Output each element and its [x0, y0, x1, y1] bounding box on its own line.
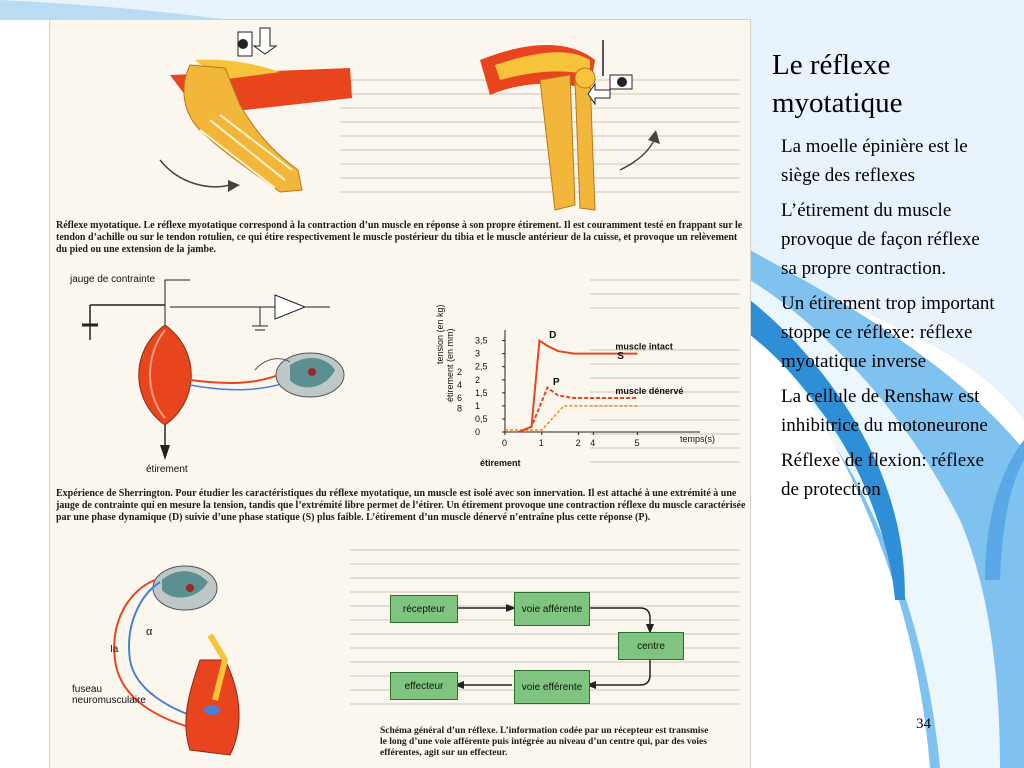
etirement-tick-label: 4	[457, 380, 462, 390]
bullet-item: Réflexe de flexion: réflexe de protectio…	[781, 450, 985, 500]
phase-label: D	[549, 330, 556, 341]
tension-tick-label: 2	[475, 375, 480, 385]
etirement-tick-label: 8	[457, 404, 462, 414]
jauge-label: jauge de contrainte	[70, 274, 156, 285]
bullet-item: Un étirement trop important stoppe ce ré…	[781, 293, 995, 372]
caption-reflexe-myotatique: Réflexe myotatique. Le réflexe myotatiqu…	[56, 220, 743, 255]
tension-tick-label: 1,5	[475, 388, 488, 398]
bullet-item: La cellule de Renshaw est inhibitrice du…	[781, 386, 988, 436]
flow-centre: centre	[618, 632, 684, 660]
flow-voie-afferente: voie afférente	[514, 592, 590, 626]
series-label-0: muscle intact	[615, 342, 673, 352]
x-tick-label: 0	[502, 438, 507, 448]
page-number: 34	[916, 716, 931, 732]
x-tick-label: 4	[590, 438, 595, 448]
stretch-trace	[505, 405, 638, 431]
bullet-list: La moelle épinière est le siège des refl…	[781, 132, 996, 510]
tension-axis-label: tension (en kg)	[435, 304, 445, 364]
tension-tick-label: 2,5	[475, 362, 488, 372]
flow-effecteur: effecteur	[390, 672, 458, 700]
alpha-label: α	[146, 626, 153, 638]
flow-recepteur: récepteur	[390, 595, 458, 623]
x-axis-label: temps(s)	[680, 434, 715, 444]
x-tick-label: 2	[576, 438, 581, 448]
etirement-label: étirement	[146, 464, 188, 475]
etirement-axis-label: étirement (en mm)	[445, 328, 455, 402]
flow-voie-efferente: voie efférente	[514, 670, 590, 704]
tension-tick-label: 0	[475, 427, 480, 437]
ia-label: Ia	[110, 644, 119, 655]
tension-tick-label: 3,5	[475, 336, 488, 346]
etirement-tick-label: 6	[457, 393, 462, 403]
phase-label: P	[553, 377, 560, 388]
fuseau-label: fuseau neuromusculaire	[72, 684, 146, 706]
x-marker-label: étirement	[480, 458, 521, 468]
neuro-diagram	[113, 565, 240, 756]
phase-label: S	[617, 351, 624, 362]
series-label-1: muscle dénervé	[615, 386, 683, 396]
tension-tick-label: 3	[475, 349, 480, 359]
caption-sherrington: Expérience de Sherrington. Pour étudier …	[56, 488, 746, 523]
flow-connectors	[458, 607, 651, 686]
foot-illustration	[159, 27, 352, 193]
caption-schema-reflexe: Schéma général d’un réflexe. L’informati…	[380, 726, 709, 758]
etirement-tick-label: 2	[457, 367, 462, 377]
knee-illustration	[480, 40, 660, 211]
tension-tick-label: 1	[475, 401, 480, 411]
tension-tick-label: 0,5	[475, 414, 488, 424]
sherrington-setup	[82, 279, 345, 460]
bullet-item: La moelle épinière est le siège des refl…	[781, 136, 968, 186]
x-tick-label: 1	[539, 438, 544, 448]
slide-title: Le réflexe myotatique	[772, 49, 903, 119]
bullet-item: L’étirement du muscle provoque de façon …	[781, 200, 980, 279]
x-tick-label: 5	[634, 438, 639, 448]
series-line-1	[517, 386, 638, 433]
